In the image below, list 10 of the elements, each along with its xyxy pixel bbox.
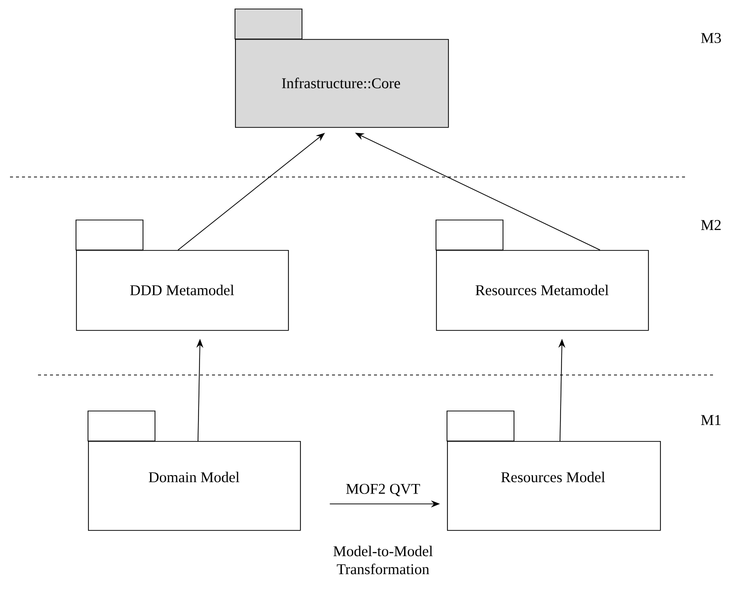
- level-label: M1: [701, 415, 721, 425]
- package-box: Resources Model: [446, 410, 661, 531]
- package-box: Infrastructure::Core: [234, 8, 449, 128]
- level-label: M3: [701, 32, 721, 44]
- edge-label: MOF2 QVT: [346, 484, 420, 496]
- package-box: Domain Model: [88, 410, 301, 531]
- package-box: DDD Metamodel: [76, 220, 289, 331]
- level-label: M2: [701, 220, 721, 230]
- annotation-text: Model-to-Model Transformation: [333, 546, 433, 574]
- package-box: Resources Metamodel: [436, 220, 649, 331]
